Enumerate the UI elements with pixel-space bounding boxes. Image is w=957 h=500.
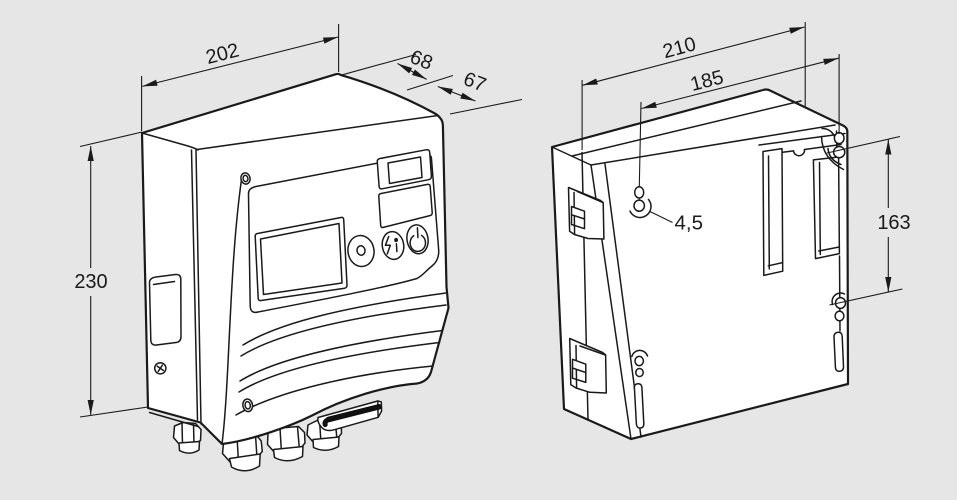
svg-text:163: 163 bbox=[877, 212, 910, 234]
svg-text:202: 202 bbox=[204, 39, 242, 69]
svg-text:230: 230 bbox=[74, 271, 107, 293]
svg-text:210: 210 bbox=[660, 33, 698, 63]
svg-text:67: 67 bbox=[460, 68, 489, 97]
svg-text:4,5: 4,5 bbox=[675, 212, 704, 235]
svg-text:185: 185 bbox=[688, 66, 726, 96]
